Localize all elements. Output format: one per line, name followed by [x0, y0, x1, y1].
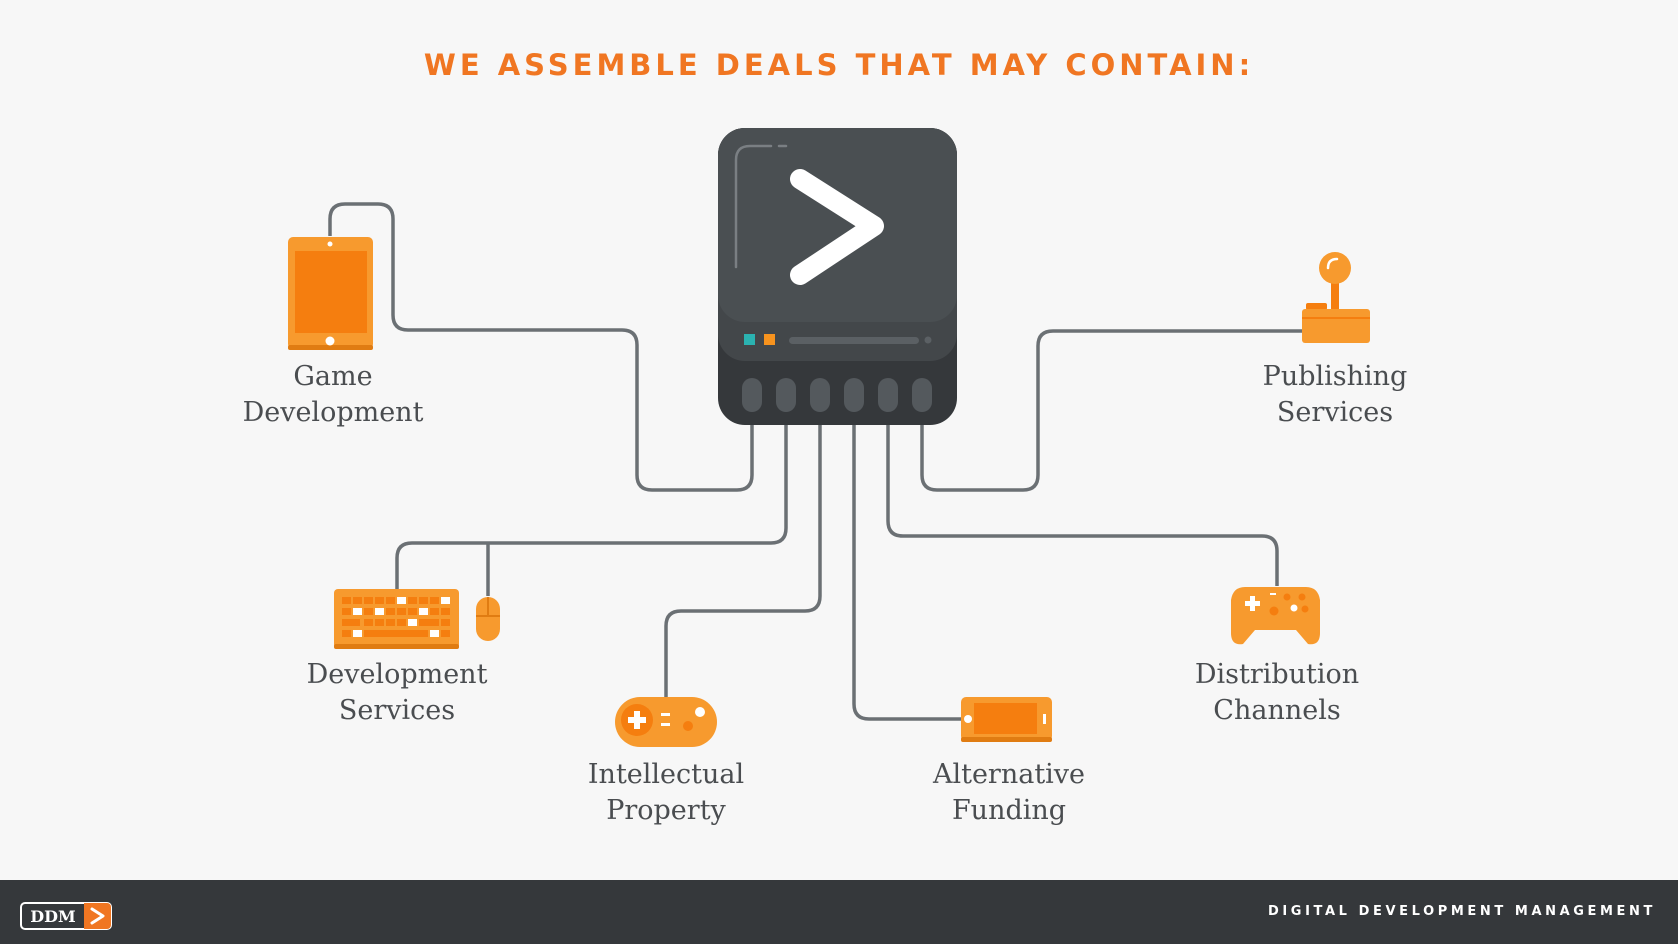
wire-development-services — [395, 410, 788, 589]
ddm-logo: DDM — [20, 902, 112, 930]
play-chevron-icon — [790, 169, 884, 285]
wire-intellectual-property — [664, 410, 822, 700]
handheld-console-icon — [961, 697, 1052, 742]
logo-chevron-icon — [90, 907, 105, 925]
hub-device — [718, 128, 957, 425]
wire-game-development — [328, 202, 754, 492]
wire-publishing-services — [920, 329, 1302, 492]
footer-bar: DDM DIGITAL DEVELOPMENT MANAGEMENT — [0, 880, 1678, 944]
joystick-icon — [1302, 252, 1370, 343]
wire-distribution-channels — [886, 410, 1279, 586]
logo-text: DDM — [30, 907, 75, 926]
keyboard-mouse-icon — [334, 589, 500, 649]
status-light-teal — [744, 334, 755, 345]
mouse-icon — [476, 597, 500, 641]
connection-wires — [328, 202, 1302, 721]
status-light-orange — [764, 334, 775, 345]
tablet-icon — [288, 237, 373, 350]
company-name: DIGITAL DEVELOPMENT MANAGEMENT — [1267, 904, 1656, 919]
controller-icon — [1231, 587, 1320, 645]
deals-diagram — [288, 128, 1370, 747]
gamepad-icon — [615, 697, 717, 747]
page-title: WE ASSEMBLE DEALS THAT MAY CONTAIN: — [423, 48, 1255, 82]
wire-alternative-funding — [852, 410, 962, 721]
hub-ports — [742, 378, 932, 412]
